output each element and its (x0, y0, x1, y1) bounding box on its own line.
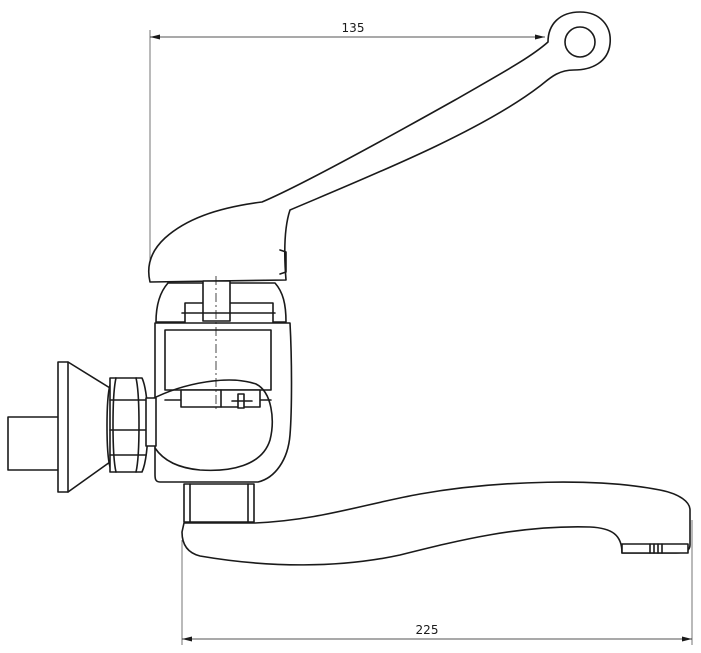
dimension-label-bottom: 225 (416, 623, 439, 637)
wall-connector (7, 361, 157, 493)
dimension-225: 225 (181, 520, 693, 645)
arrow-left-icon (182, 636, 192, 642)
arrow-left-icon (150, 34, 160, 40)
lever-handle (148, 11, 611, 283)
dimension-135: 135 (149, 21, 545, 262)
cartridge-cap (155, 280, 287, 325)
arrow-right-icon (682, 636, 692, 642)
spout (181, 481, 691, 566)
arrow-right-icon (535, 34, 545, 40)
dimension-label-top: 135 (342, 21, 365, 35)
lever-ring-hole (564, 26, 596, 58)
tap-body (149, 276, 293, 483)
spout-swivel (183, 483, 255, 523)
